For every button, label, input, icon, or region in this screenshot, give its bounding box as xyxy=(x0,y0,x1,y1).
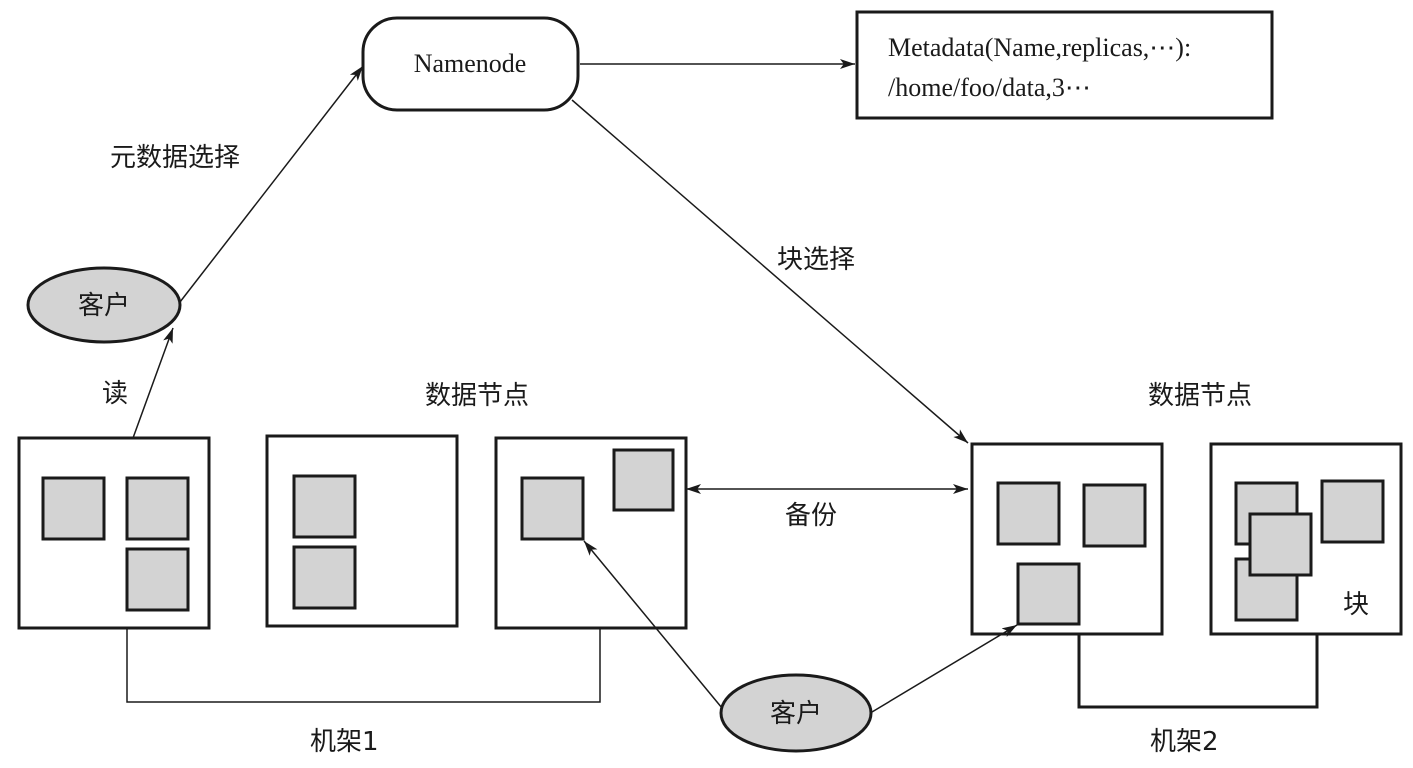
replication-label: 备份 xyxy=(785,501,837,531)
namenode: Namenode xyxy=(361,16,580,112)
datanodes-rack1-label: 数据节点 xyxy=(425,381,529,411)
block xyxy=(612,448,675,512)
client-2-to-rack1-arrow xyxy=(583,540,723,709)
rack-1-link xyxy=(126,628,601,703)
block-ops-arrow xyxy=(571,99,969,444)
block xyxy=(292,474,357,539)
block xyxy=(125,547,190,612)
read-label: 读 xyxy=(102,379,128,409)
block xyxy=(41,476,106,541)
client-2-label: 客户 xyxy=(770,699,822,729)
block xyxy=(292,545,357,610)
datanode-2-1 xyxy=(970,442,1164,636)
datanode-1-1 xyxy=(17,436,211,630)
block xyxy=(125,476,190,541)
metadata-line-1: Metadata(Name,replicas,⋯): xyxy=(888,33,1191,62)
block-ops-label: 块选择 xyxy=(777,245,855,275)
client-1-label: 客户 xyxy=(78,291,130,321)
block xyxy=(1248,512,1313,577)
metadata-line-2: /home/foo/data,3⋯ xyxy=(888,73,1091,102)
read-arrow xyxy=(132,327,174,439)
client-2: 客户 xyxy=(719,673,873,753)
datanode-1-3 xyxy=(494,436,688,630)
block xyxy=(1320,479,1385,544)
datanodes-rack2-label: 数据节点 xyxy=(1148,381,1252,411)
namenode-label: Namenode xyxy=(414,49,527,78)
rack-2: 块 xyxy=(970,442,1403,709)
block-label: 块 xyxy=(1343,590,1369,620)
rack-1-label: 机架1 xyxy=(310,727,379,757)
metadata-box: Metadata(Name,replicas,⋯): /home/foo/dat… xyxy=(855,10,1274,120)
rack-1 xyxy=(17,434,688,703)
block xyxy=(1016,562,1081,626)
client-2-to-rack2-arrow xyxy=(871,624,1018,713)
client-1: 客户 xyxy=(26,266,182,344)
metadata-ops-label: 元数据选择 xyxy=(110,143,240,173)
rack-2-link xyxy=(1077,634,1319,709)
rack-2-label: 机架2 xyxy=(1150,727,1219,757)
datanode-1-2 xyxy=(265,434,459,628)
datanode-2-2: 块 xyxy=(1209,442,1403,636)
block xyxy=(996,481,1061,546)
metadata-ops-arrow xyxy=(179,65,364,303)
block xyxy=(520,476,585,541)
block xyxy=(1082,483,1147,548)
